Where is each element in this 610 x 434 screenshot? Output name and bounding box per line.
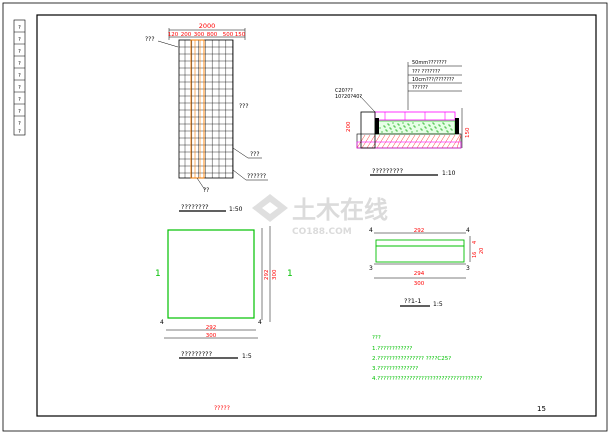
layer-label: ??? ??????? — [412, 69, 440, 75]
dim-right-inner: 292 — [264, 270, 270, 281]
dim-side: 16 — [472, 252, 478, 258]
note-item: 1.???????????? — [372, 346, 412, 352]
paving-strip — [190, 39, 205, 179]
notes-heading: ??? — [372, 335, 381, 341]
mark: 4 — [466, 227, 470, 234]
title-block-cell: ? — [18, 121, 21, 127]
title-block-cell: ? — [18, 37, 21, 43]
section-detail: 50mm??????? ??? ??????? 10cm???/??????? … — [335, 60, 471, 177]
caption: ????????? — [372, 167, 403, 175]
dim-right: 150 — [465, 127, 471, 138]
caption: ????????? — [181, 350, 212, 358]
note-item: 4.???????????????????????????????????? — [372, 376, 482, 382]
title-block-cell: ? — [18, 49, 21, 55]
scale-label: 1:10 — [442, 170, 456, 177]
dim-segment: 200 — [181, 32, 192, 38]
watermark-text: 土木在线 — [292, 196, 388, 224]
caption: ??1-1 — [404, 297, 422, 305]
label-bottom: ?? — [203, 187, 209, 194]
left-note: 10?20?40? — [335, 94, 362, 100]
dim-segment: 150 — [235, 32, 246, 38]
notes: ??? 1.???????????? 2.???????????????? ??… — [372, 335, 482, 382]
title-block: ? ? ? ? ? ? ? ? ? ? — [13, 19, 26, 136]
title-block-cell: ? — [18, 109, 21, 115]
title-block-cell: ? — [18, 85, 21, 91]
label-lower: ?????? — [247, 173, 266, 180]
label-mid: ??? — [250, 151, 260, 158]
page-number: 15 — [537, 405, 546, 413]
corner-mark: 4 — [160, 319, 164, 326]
dim-total: 2000 — [199, 22, 216, 30]
mark: 3 — [369, 265, 373, 272]
section-mark-right: 1 — [287, 269, 293, 279]
label-right: ??? — [239, 103, 249, 110]
paving-grid — [179, 40, 233, 178]
watermark: 土木在线 CO188.COM — [252, 194, 388, 237]
caption: ???????? — [181, 203, 209, 211]
corner-mark: 4 — [258, 319, 262, 326]
title-block-cell: ? — [18, 73, 21, 79]
layer-label: 10cm???/??????? — [412, 77, 455, 83]
left-note: C20??? — [335, 88, 353, 94]
section-mark-left: 1 — [155, 269, 161, 279]
dim-side: 20 — [479, 248, 485, 254]
mark: 4 — [369, 227, 373, 234]
scale-label: 1:5 — [433, 301, 443, 308]
paving-outline — [178, 39, 234, 179]
scale-label: 1:5 — [242, 353, 252, 360]
dim-top: 292 — [414, 228, 425, 234]
dim-side: 4 — [472, 241, 478, 244]
dim-segment: 800 — [207, 32, 218, 38]
dim-mid: 294 — [414, 271, 425, 277]
dim-bottom: 300 — [414, 281, 425, 287]
dim-bottom-inner: 292 — [206, 325, 217, 331]
drawing-title: ????? — [214, 405, 230, 412]
layer-label: 50mm??????? — [412, 60, 447, 66]
inner-frame — [36, 14, 597, 417]
dim-segment: 500 — [223, 32, 234, 38]
paving-plan: 2000 120 200 300 800 500 150 ??? ??? ???… — [145, 22, 268, 213]
dim-bottom-outer: 300 — [206, 333, 217, 339]
title-block-cell: ? — [18, 129, 21, 135]
title-block-cell: ? — [18, 97, 21, 103]
note-item: 2.???????????????? ????C25? — [372, 356, 451, 362]
label-top-left: ??? — [145, 36, 155, 43]
slab-plan: 1 1 292 300 292 300 4 4 ????????? 1:5 — [155, 226, 293, 360]
dim-right-outer: 300 — [272, 269, 278, 280]
dim-left: 200 — [346, 121, 352, 132]
mark: 3 — [466, 265, 470, 272]
title-block-cell: ? — [18, 61, 21, 67]
watermark-subtext: CO188.COM — [292, 227, 352, 237]
title-block-cell: ? — [18, 25, 21, 31]
scale-label: 1:50 — [229, 206, 243, 213]
note-item: 3.?????????????? — [372, 366, 418, 372]
slab-section: 292 294 300 4 4 3 3 4 16 20 ??1-1 1:5 — [369, 227, 485, 308]
dim-segment: 300 — [194, 32, 205, 38]
layer-label: ?????? — [412, 85, 428, 91]
dim-segment: 120 — [168, 32, 179, 38]
slab-outline — [167, 229, 255, 319]
